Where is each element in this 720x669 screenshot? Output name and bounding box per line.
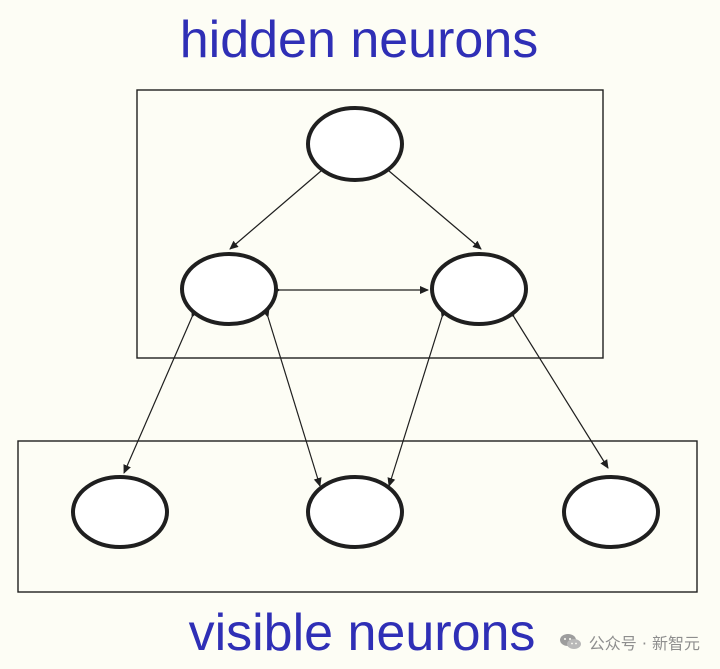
hidden-top-to-left-edge [229, 162, 330, 250]
visible-neurons-label: visible neurons [188, 604, 536, 662]
hidden-top-to-right-edge [380, 162, 482, 250]
hidden-neurons-label: hidden neurons [179, 11, 539, 69]
wechat-icon [559, 634, 581, 649]
hidden-left-to-visible-left-edge [123, 308, 199, 474]
hidden-neuron-right [430, 252, 528, 326]
hidden-neuron-top [306, 106, 404, 182]
hidden-left-to-visible-middle-edge [261, 308, 322, 487]
visible-neuron-right [562, 475, 660, 549]
hidden-neuron-left [180, 252, 278, 326]
connections [123, 162, 609, 487]
watermark-text: 公众号 · 新智元 [588, 634, 700, 653]
hidden-right-to-visible-middle-edge [387, 308, 449, 487]
visible-neuron-middle [306, 475, 404, 549]
hidden-right-to-visible-right-edge [506, 308, 609, 469]
visible-layer-box [17, 440, 698, 593]
hidden-layer-box [136, 89, 604, 359]
watermark: 公众号 · 新智元 [554, 628, 704, 656]
visible-neuron-left [71, 475, 169, 549]
